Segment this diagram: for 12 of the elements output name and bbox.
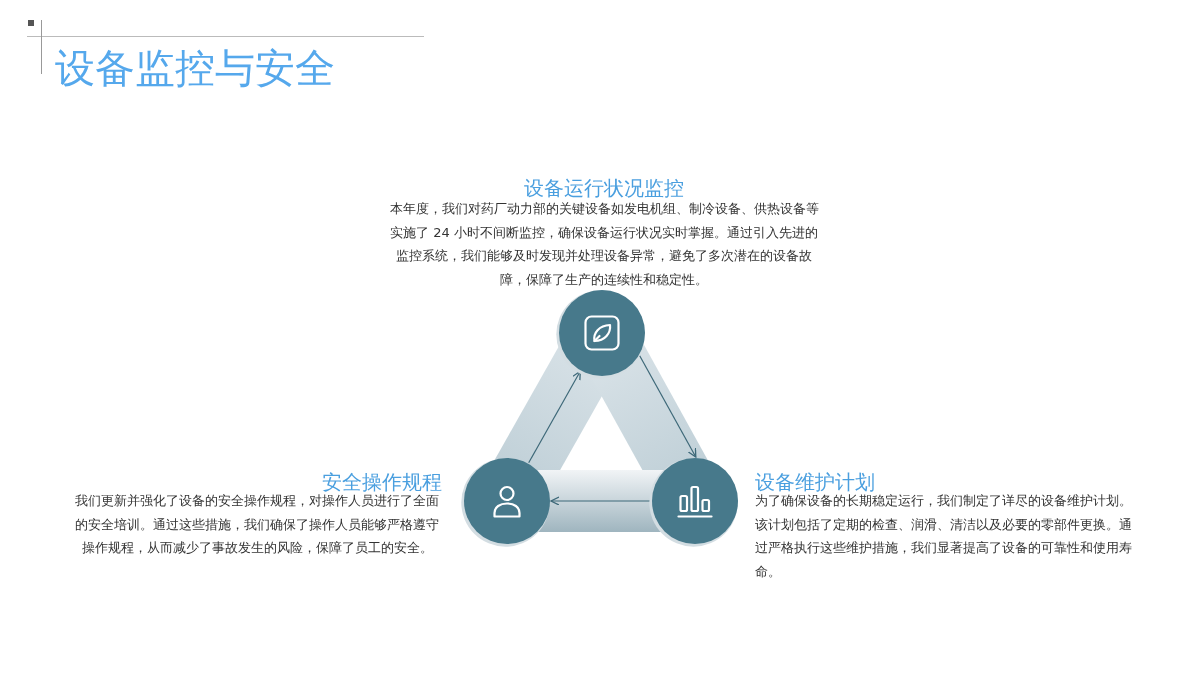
section-heading: 设备运行状况监控 — [523, 178, 685, 198]
section-heading: 安全操作规程 — [321, 472, 442, 492]
arrow — [639, 355, 697, 458]
arrow — [528, 370, 581, 464]
description-text: 我们更新并强化了设备的安全操作规程，对操作人员进行了全面的安全培训。通过这些措施，我们确保了操作人员能够严格遵守操作规程，从而减少了事故发生的风险，保障了员工的安全。 — [74, 492, 440, 557]
title: 设备监控与安全 — [55, 44, 335, 92]
circle-node — [461, 455, 553, 547]
description-text: 为了确保设备的长期稳定运行，我们制定了详尽的设备维护计划。该计划包括了定期的检查、润滑、清洁以及必要的零部件更换。通过严格执行这些维护措施，我们显著提高了设备的可靠性和使用寿命。 — [755, 492, 1133, 581]
section-heading: 设备维护计划 — [755, 472, 876, 492]
circle-node — [649, 455, 741, 547]
description-text: 本年度，我们对药厂动力部的关键设备如发电机组、制冷设备、供热设备等实施了 24 小时不间断监控，确保设备运行状况实时掌握。通过引入先进的监控系统，我们能够及时发现并处理设备异常，避免了多次潜在的设备故障，保障了生产的连续性和稳定性。 — [388, 200, 820, 289]
circle-node — [556, 287, 648, 379]
